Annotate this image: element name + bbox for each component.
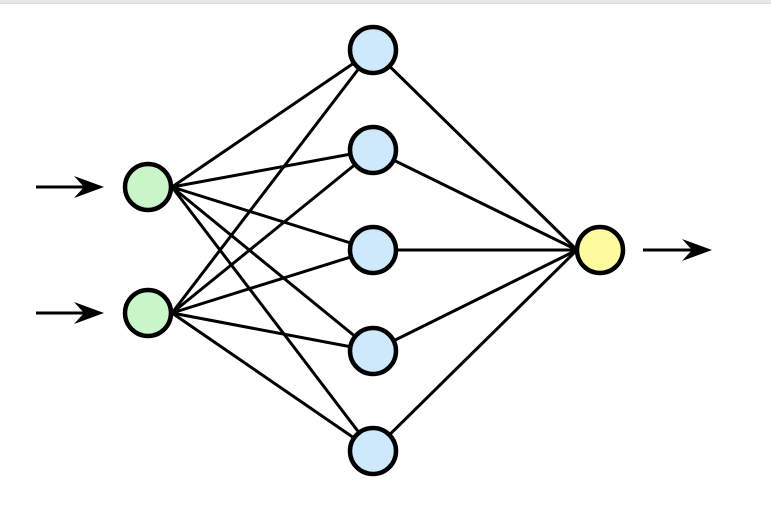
edge-line (171, 311, 374, 353)
edge-line (371, 48, 579, 252)
input-arrow-2-head (74, 302, 104, 324)
hidden-node (347, 325, 399, 377)
edge-line (372, 248, 578, 353)
edge-line (171, 148, 374, 315)
hidden-node (347, 224, 399, 276)
edge-line (171, 185, 374, 252)
window-top-bar (0, 0, 771, 3)
output-node (574, 224, 626, 276)
window-top-bar-edge (0, 3, 771, 4)
input-node (122, 161, 174, 213)
hidden-node (347, 124, 399, 176)
edge-line (171, 311, 374, 453)
edge-line (171, 48, 374, 189)
edge-line (170, 186, 375, 452)
hidden-node (347, 425, 399, 477)
output-arrow-head (682, 239, 712, 261)
edge-line (372, 148, 578, 252)
edge-line (171, 248, 374, 315)
edge-line (171, 185, 374, 353)
edge-line (171, 148, 374, 189)
edge-line (371, 248, 579, 453)
input-arrow-1-head (74, 176, 104, 198)
edge-line (170, 49, 375, 314)
hidden-node (347, 24, 399, 76)
input-node (122, 287, 174, 339)
